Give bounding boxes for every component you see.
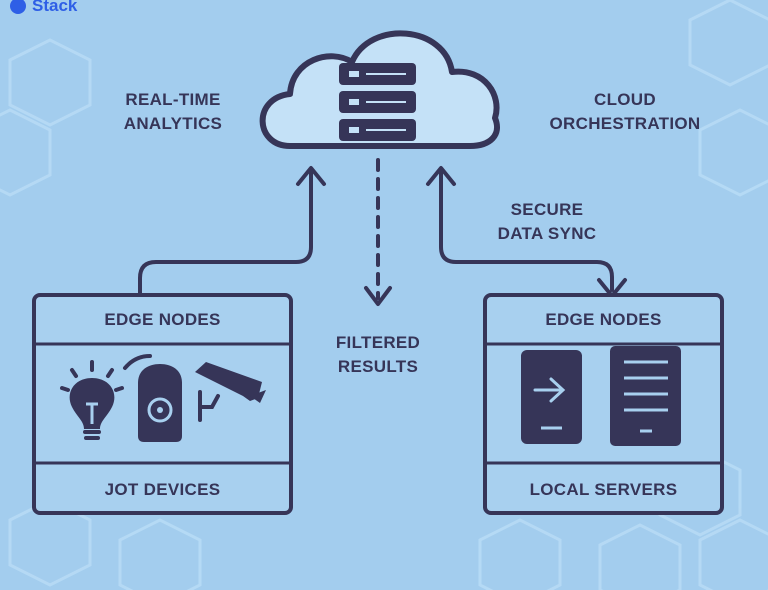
secure-data-sync-line2: DATA SYNC [497,224,597,243]
right-arrowhead-up [426,166,456,186]
filtered-results-line2: RESULTS [337,357,419,376]
security-camera-icon [195,362,266,422]
right-box-header: EDGE NODES [545,310,662,329]
center-arrowhead [364,286,392,306]
realtime-analytics-line2: ANALYTICS [123,114,223,133]
logo-mark [10,0,26,14]
left-box-header: EDGE NODES [104,310,221,329]
right-edge-box [483,293,724,515]
secure-data-sync-label: SECURE DATA SYNC [470,198,624,246]
left-connector [138,170,313,297]
lightbulb-icon [60,360,124,440]
doorbell-icon [123,354,182,442]
right-connector [439,170,614,292]
cloud-orchestration-label: CLOUD ORCHESTRATION [525,88,725,136]
realtime-analytics-line1: REAL-TIME [125,90,221,109]
right-box-footer: LOCAL SERVERS [529,480,678,499]
filtered-results-line1: FILTERED [335,333,421,352]
left-box-footer: JOT DEVICES [104,480,221,499]
secure-data-sync-line1: SECURE [510,200,584,219]
tablet-login-icon [521,350,582,444]
cloud-orchestration-line1: CLOUD [594,90,656,109]
filtered-results-label: FILTERED RESULTS [303,331,453,379]
left-edge-box [32,293,293,515]
realtime-analytics-label: REAL-TIME ANALYTICS [96,88,250,136]
stack-logo: Stack [0,0,77,18]
logo-text: Stack [32,0,78,15]
left-arrowhead [296,166,326,186]
cloud-server-icon [259,30,500,149]
cloud-orchestration-line2: ORCHESTRATION [549,114,701,133]
server-rack-icon [610,346,681,446]
